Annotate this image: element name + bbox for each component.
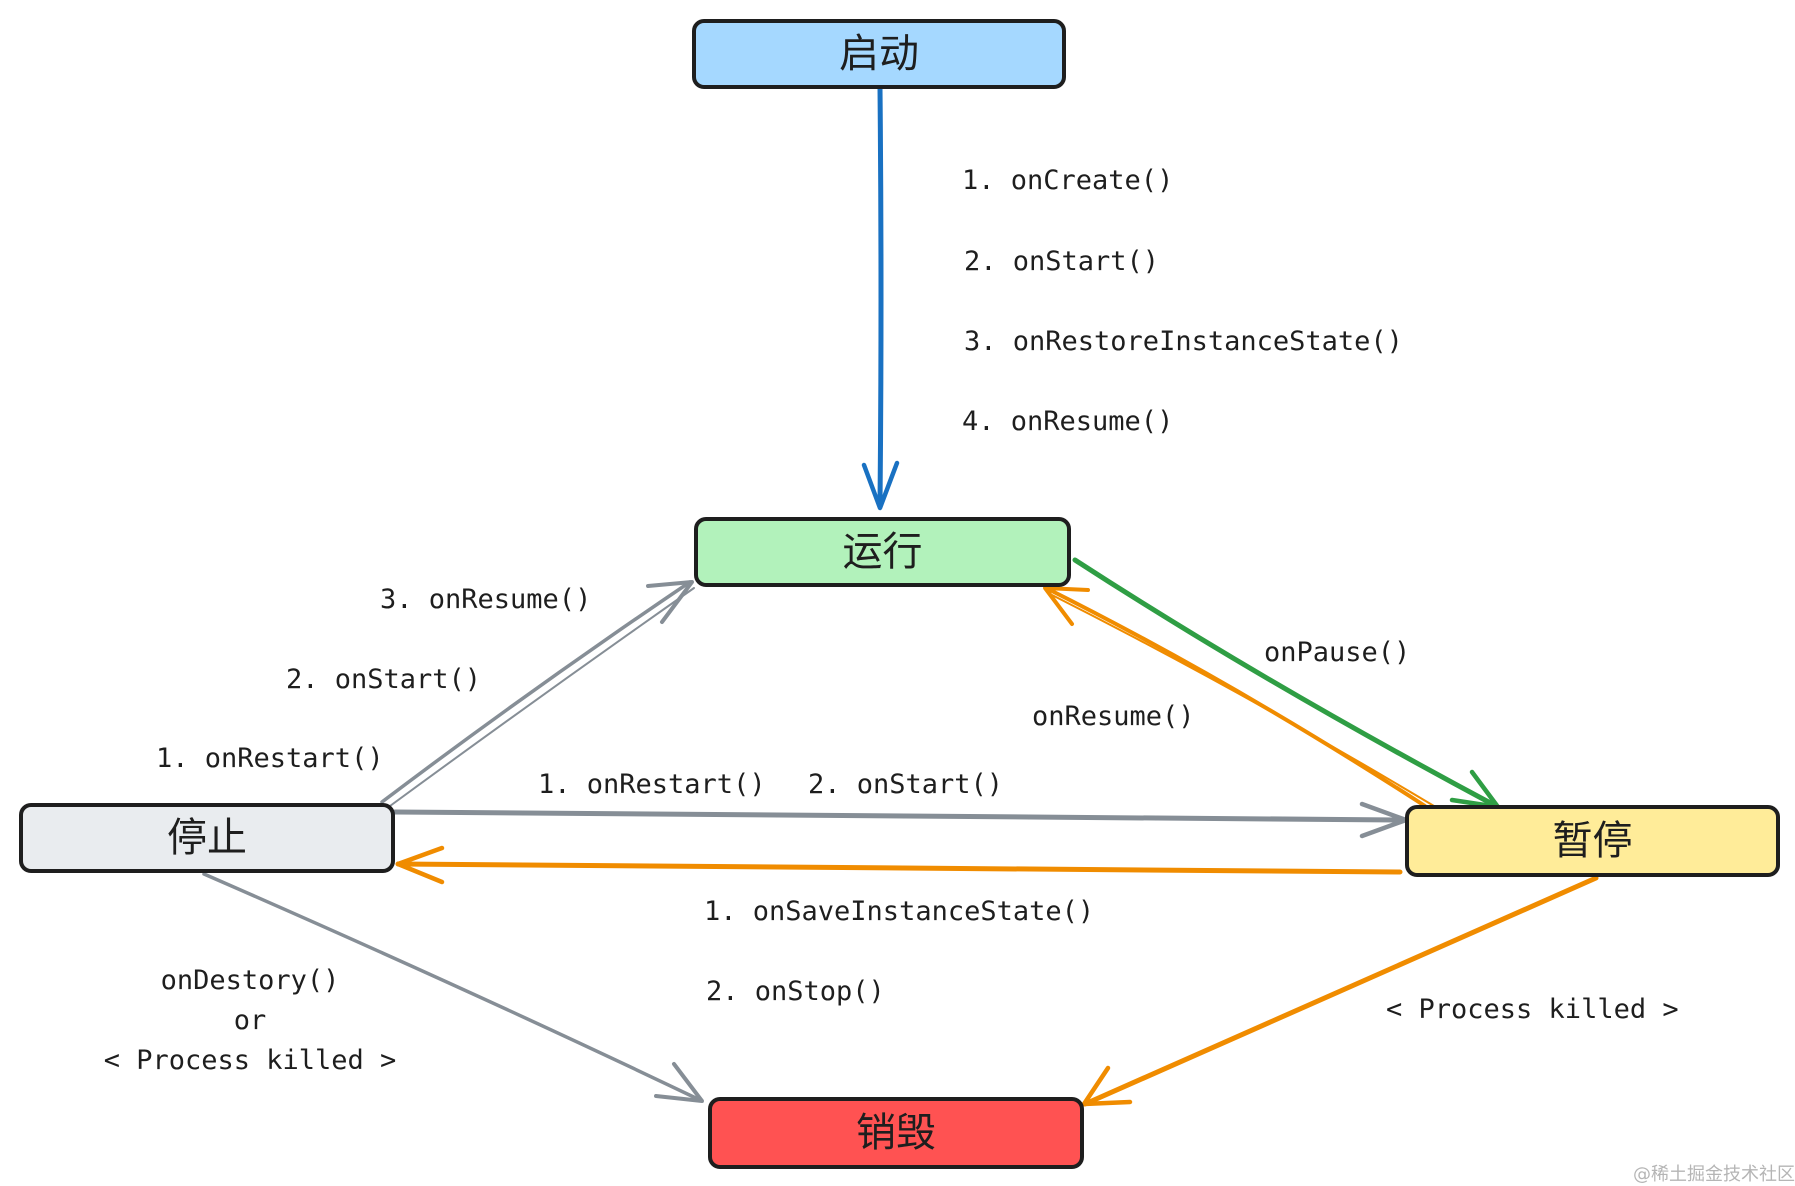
launch-step-1: 1. onCreate()	[962, 165, 1174, 196]
label-onresume: onResume()	[1032, 701, 1195, 732]
arrow-launch-to-running	[861, 85, 900, 511]
state-paused-label: 暂停	[1552, 818, 1633, 864]
label-onpause: onPause()	[1264, 637, 1411, 668]
stopped-running-step-3: 3. onResume()	[380, 584, 592, 615]
stopped-destroyed-line-1: onDestory()	[160, 965, 340, 996]
state-launch-box: 启动	[692, 19, 1066, 89]
stopped-running-step-1: 1. onRestart()	[156, 743, 384, 774]
state-stopped-box: 停止	[19, 803, 395, 873]
stopped-destroyed-line-2: or	[233, 1005, 267, 1036]
arrow-stopped-to-paused	[392, 801, 1409, 839]
arrow-stopped-to-running	[380, 580, 695, 807]
stopped-paused-step-1: 1. onRestart()	[538, 769, 766, 800]
state-launch-label: 启动	[839, 31, 919, 77]
paused-stopped-step-2: 2. onStop()	[706, 976, 885, 1007]
stopped-running-step-2: 2. onStart()	[286, 664, 482, 695]
launch-step-2: 2. onStart()	[964, 246, 1160, 277]
state-destroyed-label: 销毁	[856, 1110, 936, 1156]
paused-stopped-step-1: 1. onSaveInstanceState()	[704, 896, 1095, 927]
label-paused-process-killed: < Process killed >	[1386, 994, 1679, 1025]
arrow-paused-to-destroyed	[1081, 875, 1599, 1107]
state-running-box: 运行	[694, 517, 1071, 587]
arrow-stopped-to-destroyed	[202, 872, 704, 1103]
watermark: @稀土掘金技术社区	[1633, 1164, 1795, 1185]
state-paused-box: 暂停	[1405, 805, 1780, 877]
state-stopped-label: 停止	[167, 815, 247, 861]
arrow-running-to-paused	[1072, 557, 1501, 810]
stopped-paused-step-2: 2. onStart()	[808, 769, 1004, 800]
launch-step-3: 3. onRestoreInstanceState()	[964, 326, 1403, 357]
state-running-label: 运行	[842, 529, 923, 575]
launch-step-4: 4. onResume()	[962, 406, 1174, 437]
stopped-destroyed-line-3: < Process killed >	[103, 1045, 397, 1076]
arrow-paused-to-stopped	[395, 845, 1403, 885]
state-destroyed-box: 销毁	[708, 1097, 1084, 1169]
arrow-paused-to-running	[1043, 586, 1435, 808]
